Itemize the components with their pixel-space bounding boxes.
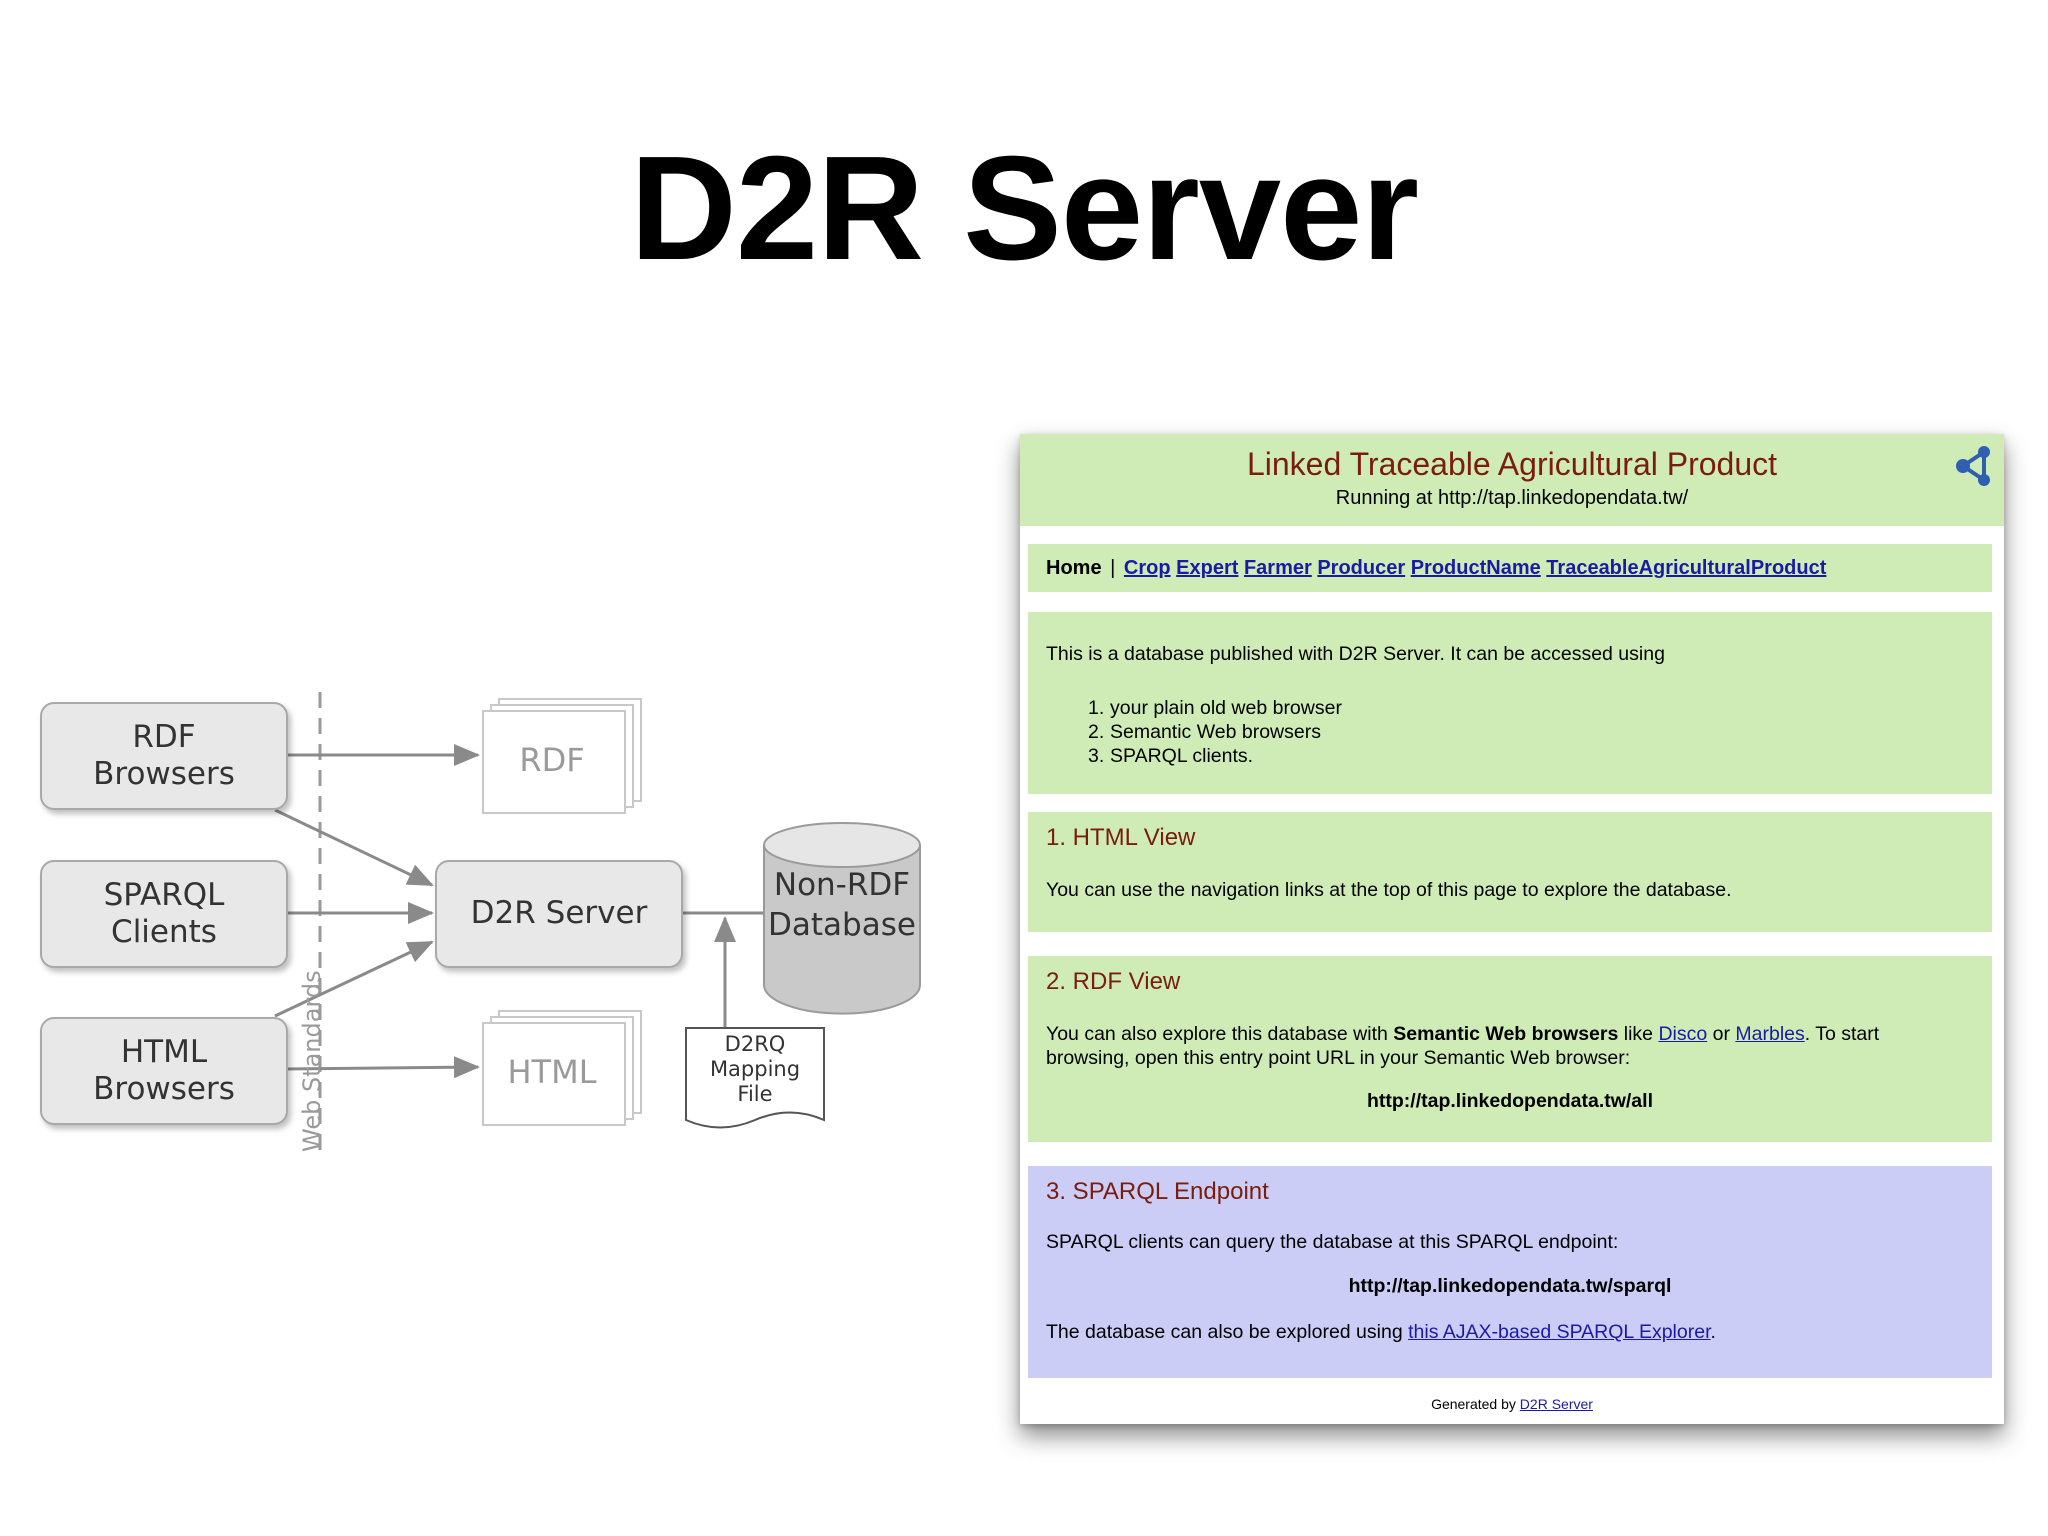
d2r-server-box: D2R Server — [435, 860, 683, 968]
arrow-rdf-browsers-to-d2r — [274, 808, 434, 887]
intro-panel: This is a database published with D2R Se… — [1028, 612, 1992, 794]
share-icon[interactable] — [1954, 444, 1994, 488]
d2r-web-page-screenshot: Linked Traceable Agricultural Product Ru… — [1020, 434, 2004, 1424]
rdf-entry-url: http://tap.linkedopendata.tw/all — [1366, 1090, 1653, 1112]
nav-link-crop[interactable]: Crop — [1123, 557, 1171, 579]
semantic-web-browsers-bold: Semantic Web browsers — [1393, 1023, 1619, 1045]
architecture-diagram: Web Standards RDF Browsers SPARQL Client… — [0, 680, 960, 1180]
nav-separator: | — [1110, 557, 1116, 579]
rdf-view-text: You can also explore this database with … — [1046, 1023, 1880, 1069]
rdf-document-stack: RDF — [482, 698, 642, 814]
list-item: 2.Semantic Web browsers — [1088, 721, 1321, 743]
site-subtitle: Running at http://tap.linkedopendata.tw/ — [1335, 487, 1689, 509]
site-title: Linked Traceable Agricultural Product — [1246, 446, 1778, 482]
slide-title: D2R Server — [629, 126, 1419, 291]
html-browsers-box: HTML Browsers — [40, 1017, 288, 1125]
html-view-text: You can use the navigation links at the … — [1046, 879, 1732, 901]
nav-link-farmer[interactable]: Farmer — [1243, 557, 1312, 579]
nav-home[interactable]: Home — [1046, 557, 1102, 579]
mapping-file-label: D2RQ Mapping File — [709, 1032, 801, 1107]
rdf-view-panel: 2. RDF View You can also explore this da… — [1028, 956, 1992, 1142]
rdf-document-label: RDF — [519, 741, 585, 779]
footer-d2r-link[interactable]: D2R Server — [1519, 1396, 1593, 1412]
sparql-view-heading: 3. SPARQL Endpoint — [1046, 1178, 1269, 1205]
rdf-browsers-box: RDF Browsers — [40, 702, 288, 810]
list-item: 1.your plain old web browser — [1088, 697, 1342, 719]
arrow-html-browsers-to-d2r — [274, 940, 434, 1018]
nav-link-productname[interactable]: ProductName — [1410, 557, 1541, 579]
sparql-clients-box: SPARQL Clients — [40, 860, 288, 968]
html-document-stack: HTML — [482, 1010, 642, 1126]
disco-link[interactable]: Disco — [1658, 1023, 1708, 1045]
sparql-view-text: SPARQL clients can query the database at… — [1046, 1231, 1619, 1253]
diagram-connectors: Web Standards — [274, 692, 921, 1152]
web-standards-label: Web Standards — [298, 970, 326, 1152]
html-view-heading: 1. HTML View — [1046, 824, 1196, 851]
nav-link-producer[interactable]: Producer — [1317, 557, 1406, 579]
marbles-link[interactable]: Marbles — [1735, 1023, 1805, 1045]
sparql-explorer-link[interactable]: this AJAX-based SPARQL Explorer — [1408, 1321, 1711, 1343]
html-view-panel: 1. HTML View You can use the navigation … — [1028, 812, 1992, 932]
nav-link-traceable-agricultural-product[interactable]: TraceableAgriculturalProduct — [1546, 557, 1827, 579]
intro-list: 1.your plain old web browser 2.Semantic … — [1088, 696, 1342, 768]
arrow-html-browsers-to-html — [284, 1056, 480, 1079]
sparql-endpoint-panel: 3. SPARQL Endpoint SPARQL clients can qu… — [1028, 1166, 1992, 1378]
rdf-view-heading: 2. RDF View — [1046, 968, 1181, 995]
site-header: Linked Traceable Agricultural Product Ru… — [1020, 434, 2004, 526]
mapping-file-shape — [685, 1027, 825, 1129]
database-label: Non-RDF Database — [768, 866, 916, 943]
intro-text: This is a database published with D2R Se… — [1046, 643, 1665, 665]
list-item: 3.SPARQL clients. — [1088, 745, 1254, 767]
nav-link-expert[interactable]: Expert — [1176, 557, 1239, 579]
sparql-endpoint-url: http://tap.linkedopendata.tw/sparql — [1348, 1275, 1672, 1297]
database-cylinder-icon — [763, 822, 921, 1015]
sparql-explorer-text: The database can also be explored using … — [1046, 1321, 1716, 1343]
page-footer: Generated by D2R Server — [1431, 1396, 1593, 1412]
html-document-label: HTML — [507, 1053, 597, 1091]
nav-bar: Home | Crop Expert Farmer Producer Produ… — [1028, 544, 1992, 592]
